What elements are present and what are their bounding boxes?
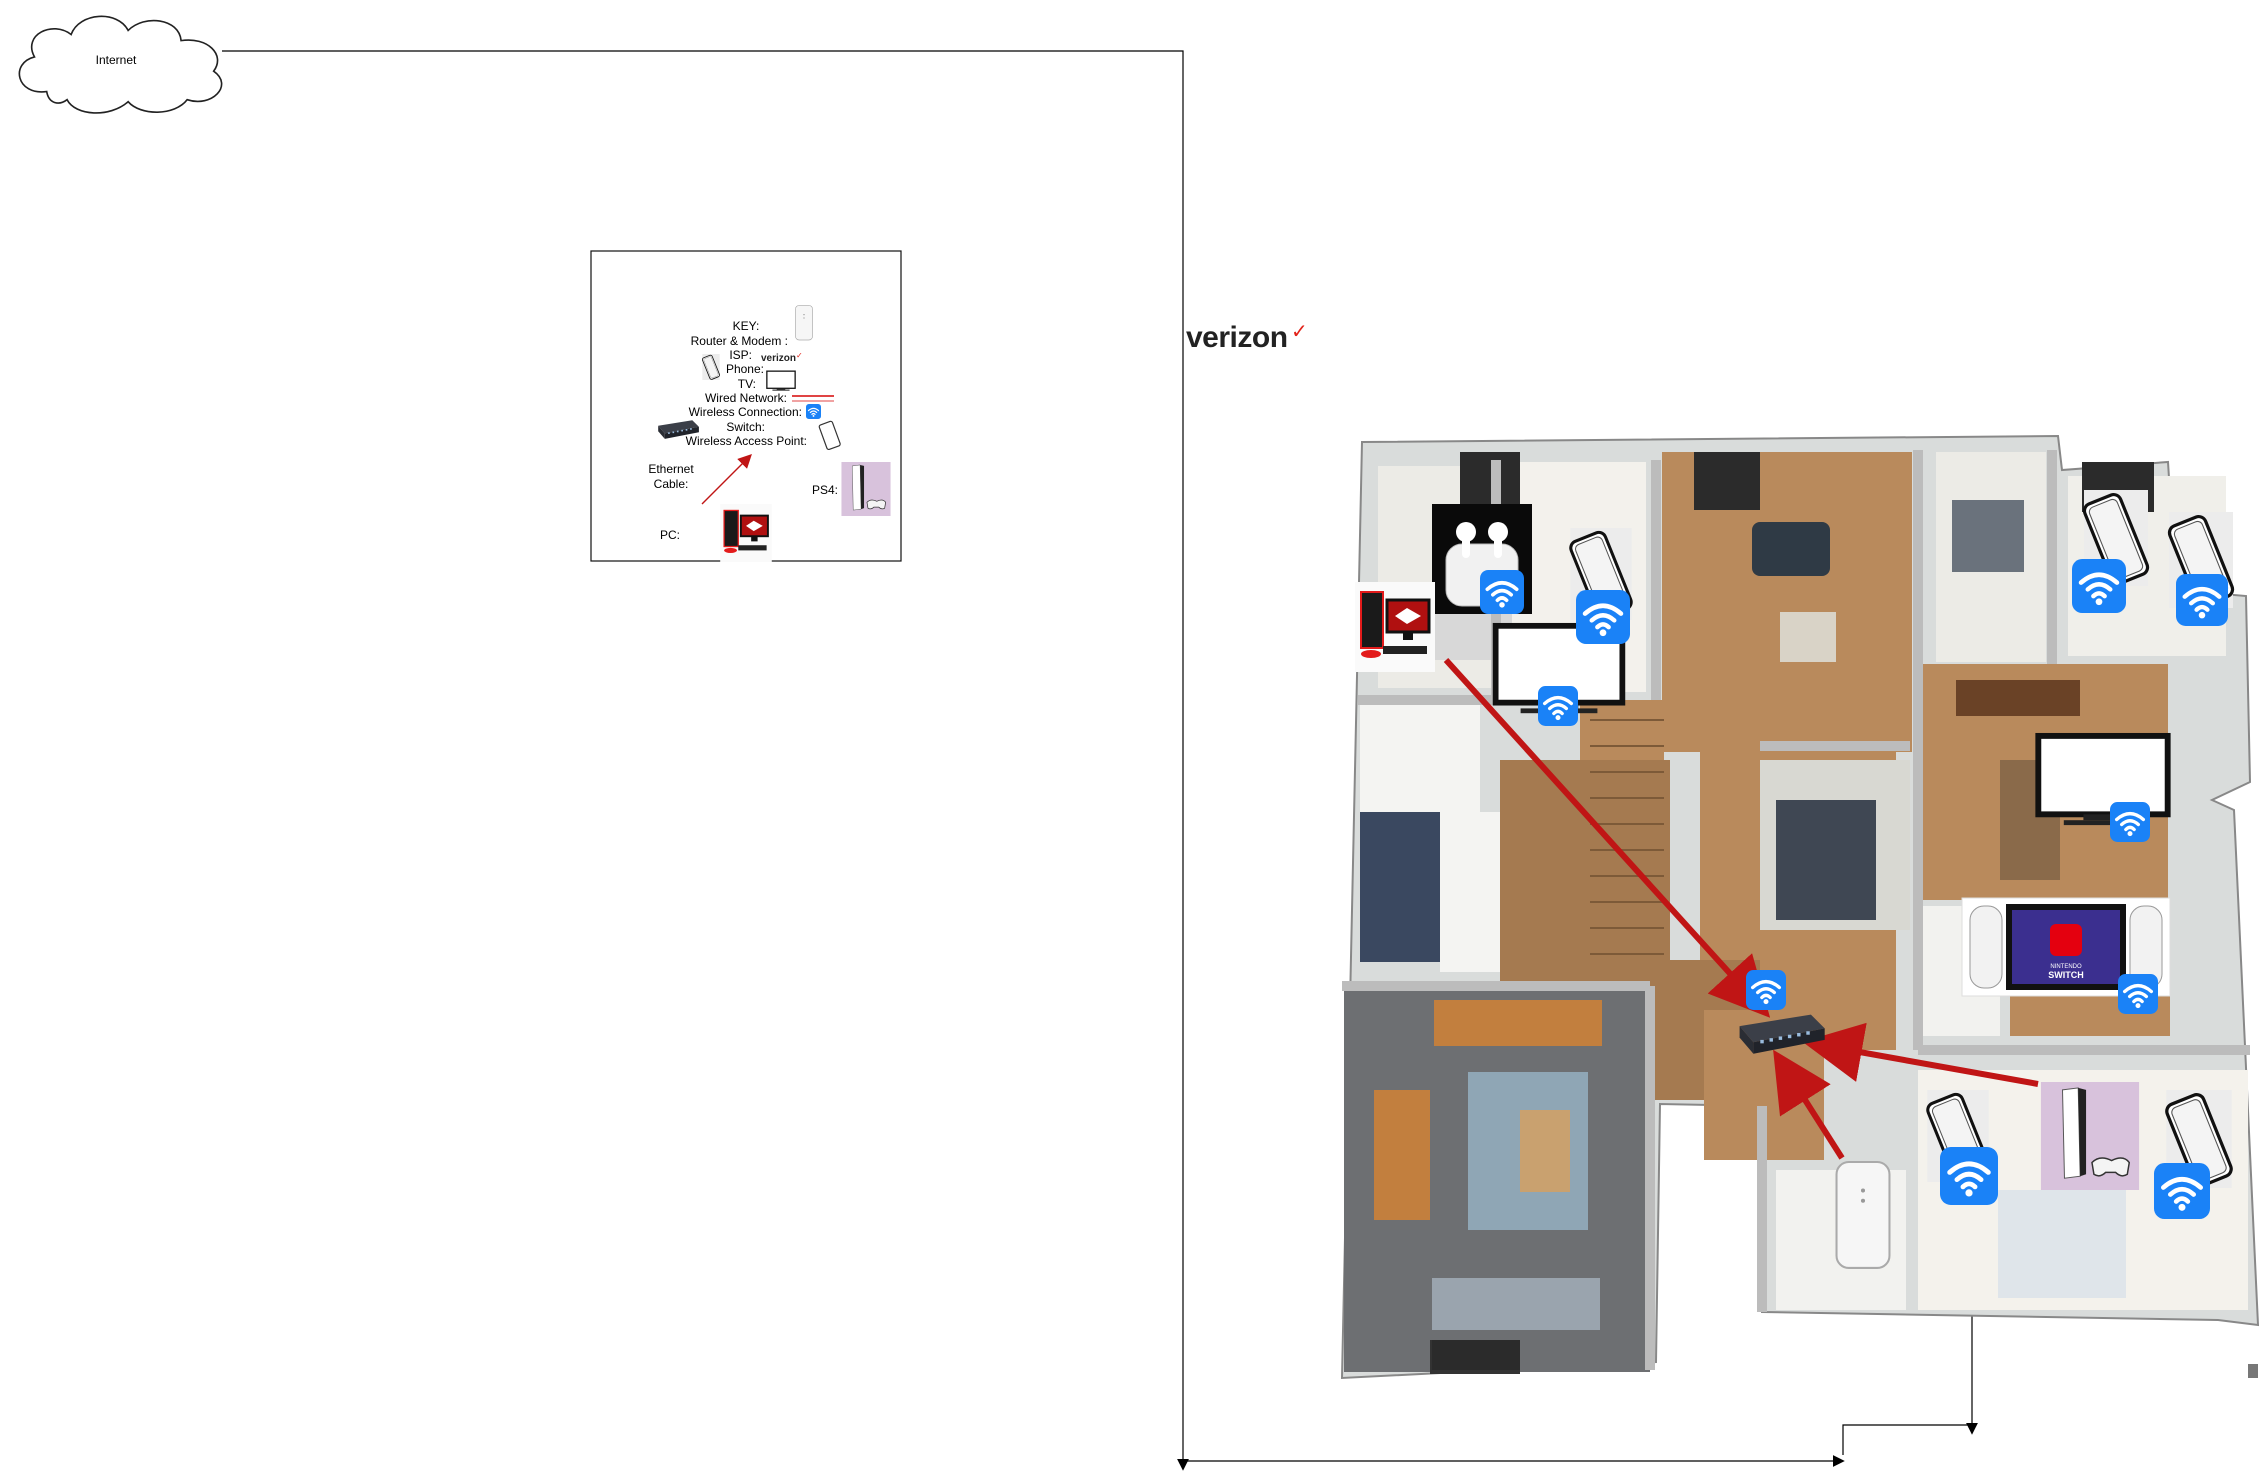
- legend-isp-check-icon: ✓: [796, 351, 803, 360]
- legend-phone-label: Phone:: [726, 362, 764, 376]
- tv-icon: [767, 371, 795, 391]
- internet-label: Internet: [96, 53, 137, 67]
- legend-wireless-label: Wireless Connection:: [689, 405, 802, 419]
- legend-router-label: Router & Modem :: [691, 334, 788, 348]
- legend-wap-label: Wireless Access Point:: [686, 434, 807, 448]
- wifi-icon: [806, 404, 821, 419]
- verizon-check-icon: ✓: [1291, 319, 1308, 343]
- wifi-icon: [2154, 1163, 2210, 1219]
- wifi-icon: [2118, 974, 2158, 1014]
- legend-ethernet-label-2: Cable:: [654, 477, 689, 491]
- legend-isp-logo: verizon: [761, 353, 796, 364]
- pc-icon[interactable]: [1355, 582, 1435, 672]
- wifi-icon: [1576, 590, 1630, 644]
- wifi-icon: [2176, 574, 2228, 626]
- isp-logo: verizon ✓: [1186, 319, 1308, 354]
- legend-ps4-label: PS4:: [812, 483, 838, 497]
- pc-icon: [720, 504, 772, 562]
- legend-tv-label: TV:: [738, 377, 756, 391]
- router-icon[interactable]: [1837, 1162, 1890, 1268]
- legend-wired-label: Wired Network:: [705, 391, 787, 405]
- router-icon: [795, 305, 812, 340]
- wifi-icon: [1480, 570, 1524, 614]
- verizon-wordmark: verizon: [1186, 321, 1288, 354]
- internet-cloud[interactable]: Internet: [19, 16, 221, 113]
- legend-isp-label: ISP:: [729, 348, 752, 362]
- legend-box: KEY: Router & Modem : ISP: verizon ✓ Pho…: [591, 251, 901, 562]
- wifi-icon: [2072, 559, 2126, 613]
- ps4-icon: [841, 462, 890, 516]
- wifi-icon: [1940, 1147, 1998, 1205]
- scroll-corner-marker: [2248, 1364, 2258, 1378]
- phone-icon: [702, 354, 720, 380]
- legend-switch-label: Switch:: [726, 420, 765, 434]
- wifi-icon: [2110, 802, 2150, 842]
- wifi-icon: [1746, 970, 1786, 1010]
- ps4-icon[interactable]: [2041, 1082, 2139, 1190]
- legend-title: KEY:: [733, 319, 760, 333]
- legend-ethernet-label-1: Ethernet: [648, 462, 694, 476]
- switch-model-text: SWITCH: [2048, 970, 2084, 980]
- wifi-icon: [1538, 686, 1578, 726]
- legend-pc-label: PC:: [660, 528, 680, 542]
